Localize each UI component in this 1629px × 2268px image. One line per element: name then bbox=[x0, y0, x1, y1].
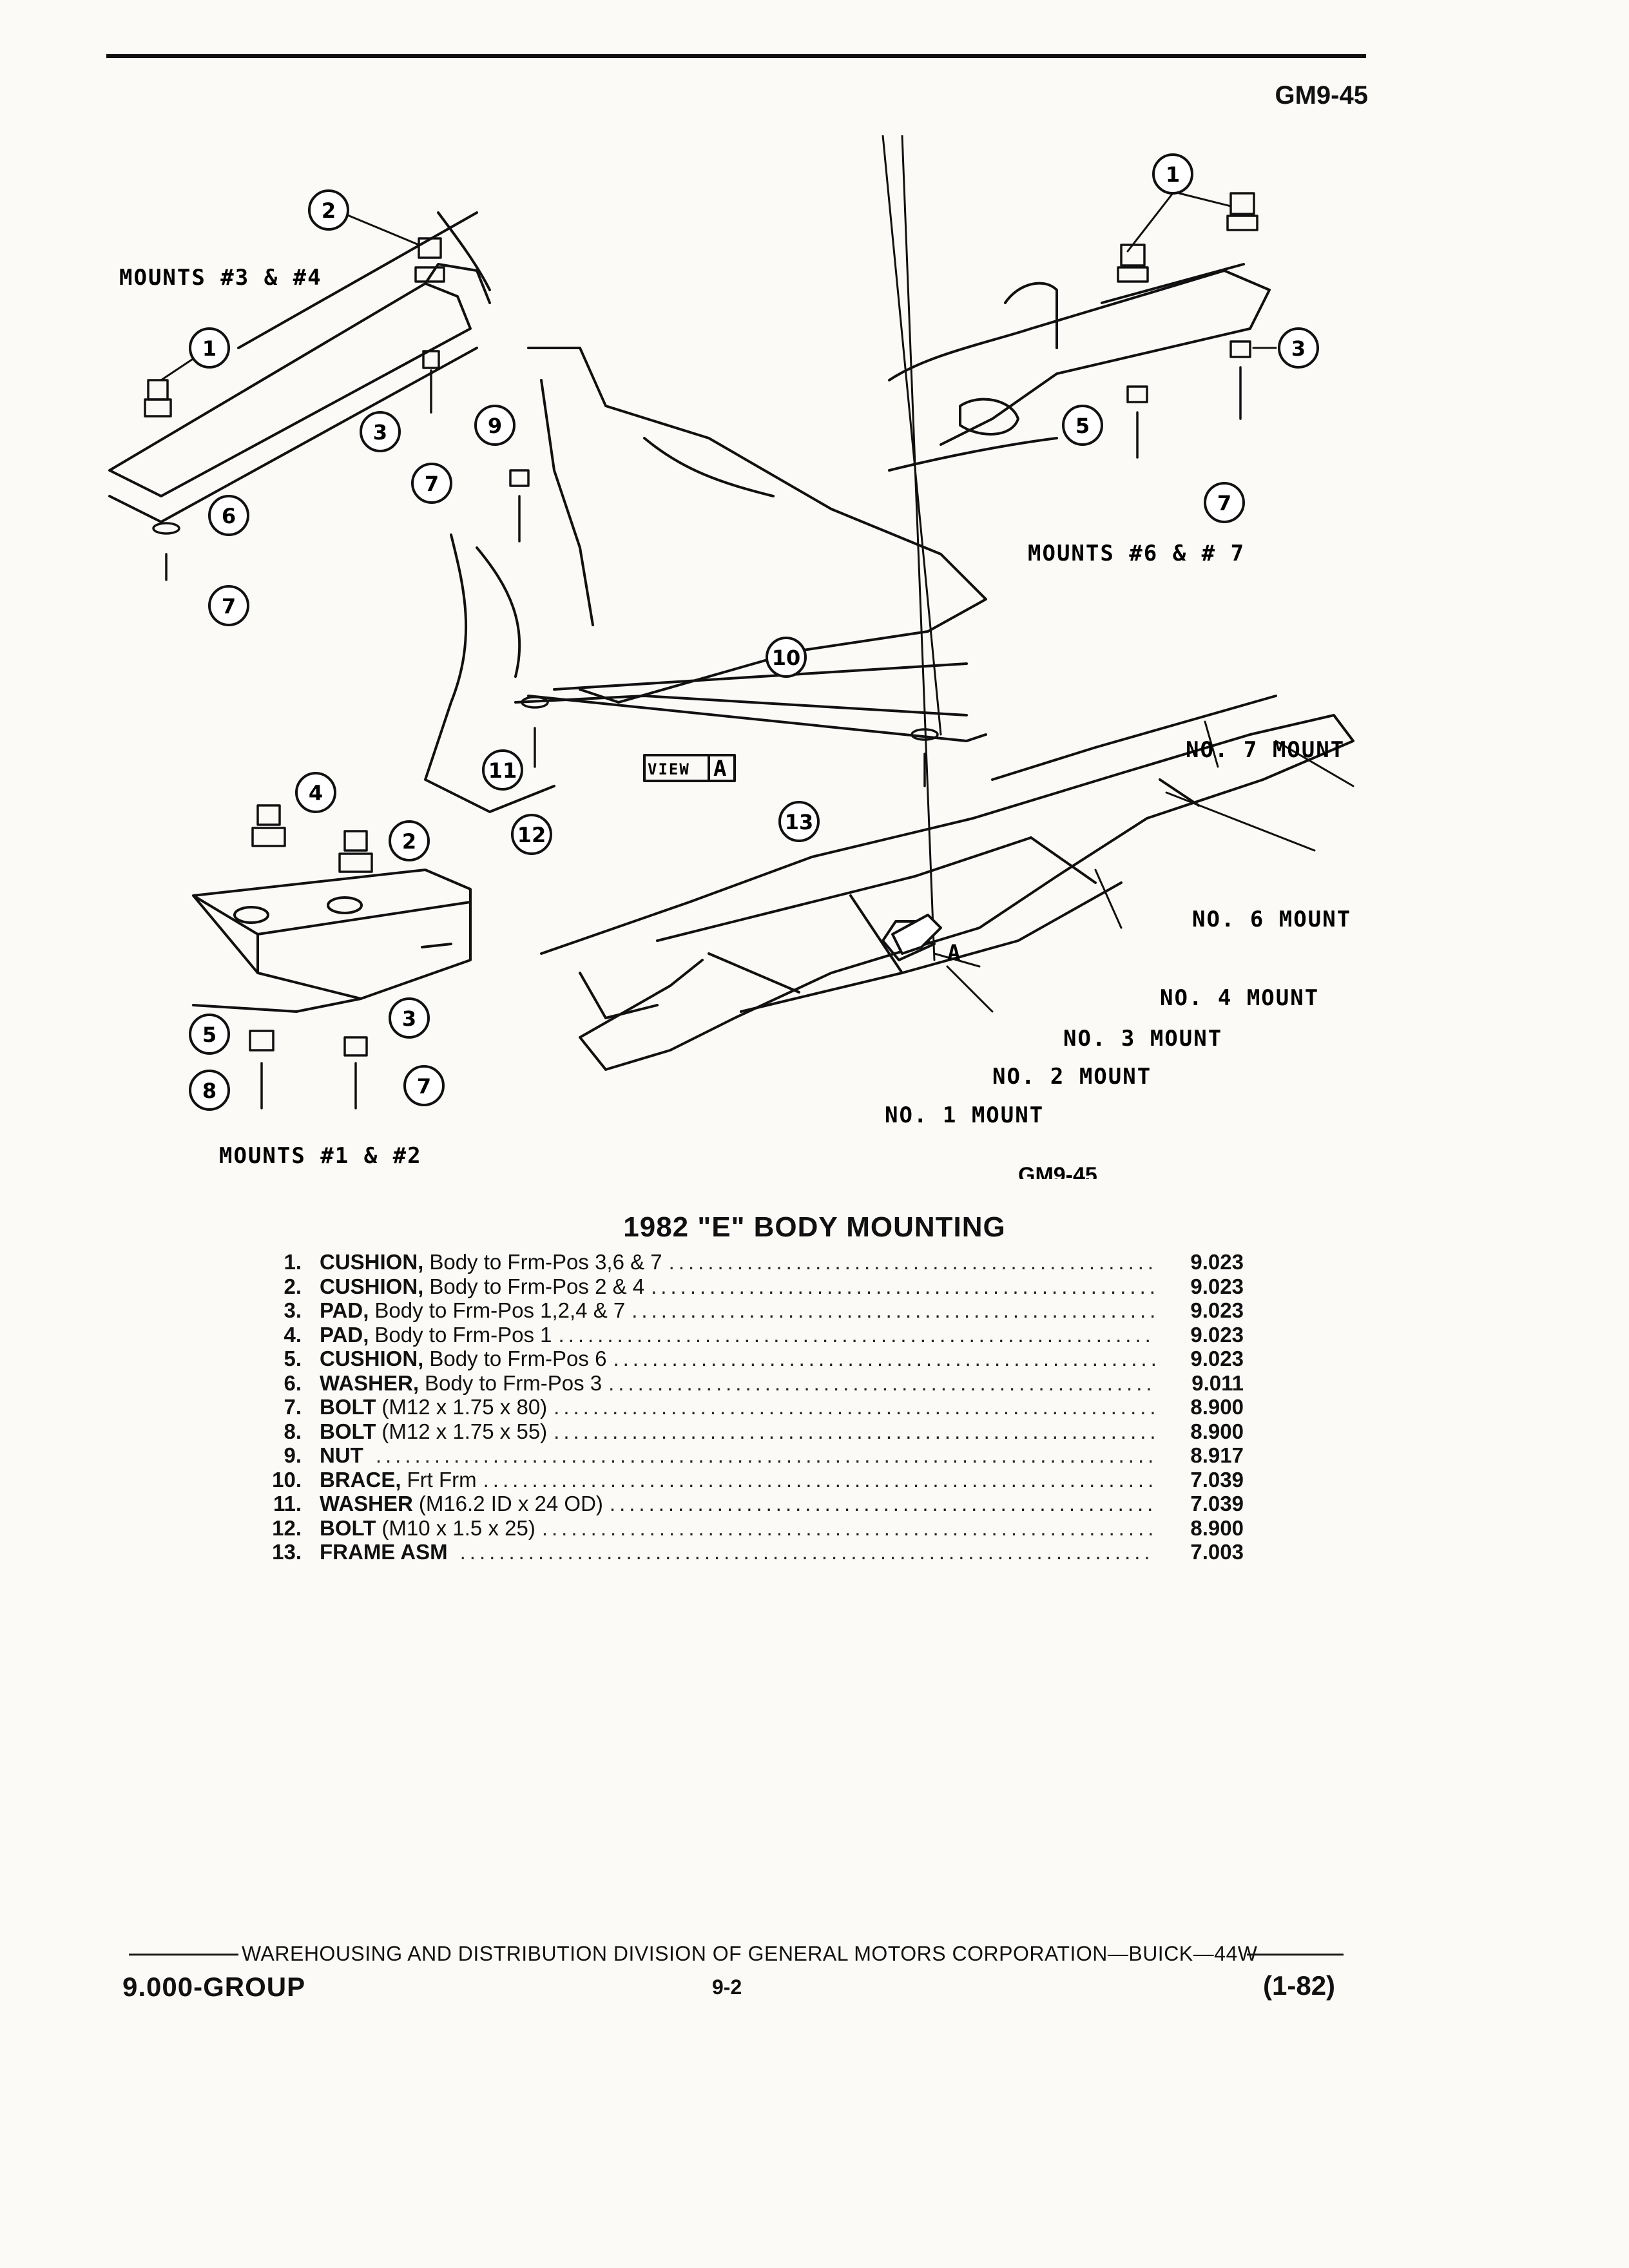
svg-text:10: 10 bbox=[772, 646, 801, 670]
parts-list-row: 2.CUSHION,Body to Frm-Pos 2 & 49.023 bbox=[258, 1274, 1244, 1299]
svg-text:3: 3 bbox=[1291, 336, 1306, 361]
svg-text:6: 6 bbox=[222, 504, 236, 528]
svg-text:3: 3 bbox=[402, 1006, 416, 1031]
mount-label-7: NO. 7 MOUNT bbox=[1186, 737, 1345, 763]
svg-text:7: 7 bbox=[425, 472, 439, 496]
footer-division: WAREHOUSING AND DISTRIBUTION DIVISION OF… bbox=[242, 1942, 1258, 1965]
footer-rule-right bbox=[1247, 1954, 1344, 1956]
frame-assembly-drawing bbox=[540, 695, 1354, 1071]
parts-list: 1.CUSHION,Body to Frm-Pos 3,6 & 79.023 2… bbox=[258, 1250, 1244, 1564]
svg-text:8: 8 bbox=[202, 1079, 217, 1103]
svg-text:3: 3 bbox=[373, 420, 387, 445]
parts-list-row: 12.BOLT(M10 x 1.5 x 25)8.900 bbox=[258, 1516, 1244, 1541]
parts-list-title: 1982 "E" BODY MOUNTING bbox=[623, 1211, 1006, 1243]
parts-list-row: 10.BRACE,Frt Frm7.039 bbox=[258, 1468, 1244, 1492]
page-figure-code: GM9-45 bbox=[1275, 81, 1369, 110]
svg-text:2: 2 bbox=[322, 198, 336, 223]
svg-text:1: 1 bbox=[202, 336, 217, 361]
svg-text:1: 1 bbox=[1166, 162, 1180, 187]
callout-12: 12 bbox=[511, 814, 552, 855]
callout-5-bottom: 5 bbox=[189, 1014, 230, 1055]
callout-9: 9 bbox=[474, 405, 516, 446]
callout-2-top-left: 2 bbox=[308, 189, 349, 231]
svg-text:7: 7 bbox=[417, 1074, 431, 1099]
parts-list-row: 13.FRAME ASM7.003 bbox=[258, 1540, 1244, 1564]
callout-6-left: 6 bbox=[208, 495, 249, 536]
parts-list-row: 9.NUT8.917 bbox=[258, 1443, 1244, 1468]
view-box-letter: A bbox=[713, 756, 728, 782]
callout-3-right: 3 bbox=[1278, 327, 1319, 369]
mount-label-3: NO. 3 MOUNT bbox=[1063, 1026, 1222, 1052]
parts-list-row: 5.CUSHION,Body to Frm-Pos 69.023 bbox=[258, 1347, 1244, 1371]
mount-label-1: NO. 1 MOUNT bbox=[885, 1102, 1044, 1128]
svg-text:9: 9 bbox=[488, 414, 502, 438]
svg-text:5: 5 bbox=[1075, 414, 1090, 438]
arrow-letter: A bbox=[947, 940, 961, 966]
footer-rule-left bbox=[129, 1954, 238, 1956]
callout-7-right: 7 bbox=[1204, 482, 1245, 523]
svg-text:12: 12 bbox=[517, 823, 546, 847]
callout-4-bottom: 4 bbox=[295, 772, 336, 813]
mount-label-2: NO. 2 MOUNT bbox=[992, 1064, 1152, 1090]
mount-label-4: NO. 4 MOUNT bbox=[1160, 985, 1319, 1011]
label-mounts-1-2: MOUNTS #1 & #2 bbox=[219, 1143, 422, 1169]
parts-list-row: 6.WASHER,Body to Frm-Pos 39.011 bbox=[258, 1371, 1244, 1396]
view-box-label: VIEW bbox=[648, 760, 690, 778]
body-mounting-illustration: MOUNTS #3 & #4 MOUNTS #6 & # 7 MOUNTS #1… bbox=[108, 135, 1354, 1179]
mount-label-6: NO. 6 MOUNT bbox=[1192, 907, 1351, 932]
center-crossmember-drawing bbox=[424, 347, 987, 813]
parts-list-row: 4.PAD,Body to Frm-Pos 19.023 bbox=[258, 1323, 1244, 1347]
callout-7-bottom: 7 bbox=[403, 1065, 445, 1106]
svg-text:5: 5 bbox=[202, 1023, 217, 1047]
view-a-box-outline bbox=[643, 754, 736, 782]
footer-group: 9.000-GROUP bbox=[122, 1972, 306, 2002]
svg-text:4: 4 bbox=[309, 781, 323, 805]
front-mount-bracket-drawing bbox=[192, 869, 472, 1013]
parts-list-row: 7.BOLT(M12 x 1.75 x 80)8.900 bbox=[258, 1395, 1244, 1419]
svg-text:7: 7 bbox=[1217, 491, 1231, 515]
callout-11: 11 bbox=[482, 749, 523, 791]
svg-text:11: 11 bbox=[488, 758, 517, 783]
parts-list-row: 3.PAD,Body to Frm-Pos 1,2,4 & 79.023 bbox=[258, 1298, 1244, 1323]
parts-list-row: 1.CUSHION,Body to Frm-Pos 3,6 & 79.023 bbox=[258, 1250, 1244, 1274]
callout-10: 10 bbox=[766, 637, 807, 678]
svg-text:7: 7 bbox=[222, 594, 236, 619]
footer-date: (1-82) bbox=[1263, 1970, 1336, 2001]
callout-7-left-lower: 7 bbox=[208, 585, 249, 626]
callout-8-bottom: 8 bbox=[189, 1070, 230, 1111]
callout-3-left: 3 bbox=[360, 411, 401, 452]
front-frame-rail-drawing bbox=[108, 211, 491, 523]
callout-3-bottom: 3 bbox=[389, 997, 430, 1039]
parts-list-row: 8.BOLT(M12 x 1.75 x 55)8.900 bbox=[258, 1419, 1244, 1444]
svg-text:2: 2 bbox=[402, 829, 416, 854]
callout-1-left: 1 bbox=[189, 327, 230, 369]
parts-list-row: 11.WASHER(M16.2 ID x 24 OD)7.039 bbox=[258, 1492, 1244, 1516]
callout-7-left-upper: 7 bbox=[411, 463, 452, 504]
fastener-drawings bbox=[144, 192, 1258, 1110]
label-mounts-3-4: MOUNTS #3 & #4 bbox=[119, 265, 322, 291]
label-mounts-6-7: MOUNTS #6 & # 7 bbox=[1028, 541, 1245, 566]
rear-frame-rail-drawing bbox=[888, 263, 1271, 472]
footer-page-number: 9-2 bbox=[712, 1975, 742, 1999]
callout-1-right: 1 bbox=[1152, 153, 1193, 195]
callout-leader-lines bbox=[160, 135, 1354, 1013]
callout-2-bottom: 2 bbox=[389, 820, 430, 861]
svg-text:13: 13 bbox=[785, 810, 814, 834]
callout-5-right: 5 bbox=[1062, 405, 1103, 446]
callout-13: 13 bbox=[778, 801, 820, 842]
illustration-code: GM9-45 bbox=[1018, 1163, 1097, 1179]
header-rule bbox=[106, 54, 1366, 58]
